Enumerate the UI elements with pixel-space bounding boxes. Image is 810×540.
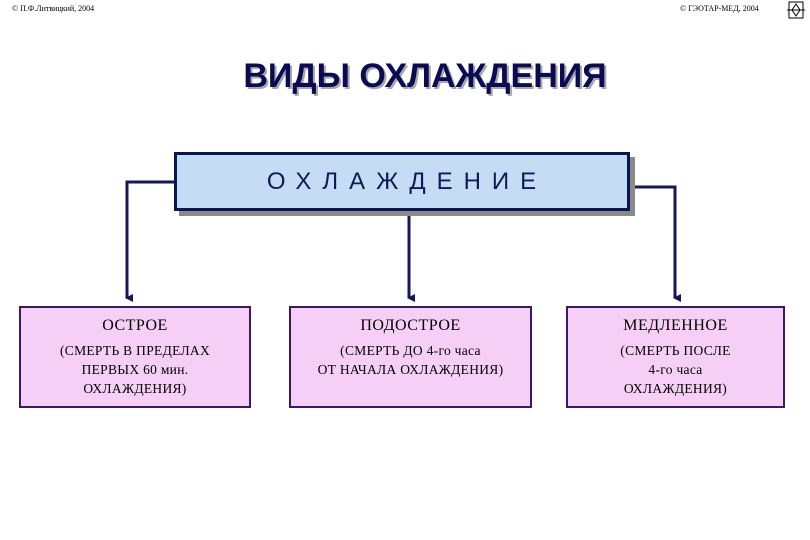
box-desc-line: ПЕРВЫХ 60 мин. bbox=[81, 362, 189, 377]
box-desc-line: (СМЕРТЬ ДО 4-го часа bbox=[340, 343, 481, 358]
main-box-label: ОХЛАЖДЕНИЕ bbox=[266, 167, 548, 195]
page-title: ВИДЫ ОХЛАЖДЕНИЯ bbox=[243, 57, 607, 95]
box-title: МЕДЛЕННОЕ bbox=[623, 317, 728, 334]
box-desc-line: (СМЕРТЬ ПОСЛЕ bbox=[620, 343, 731, 358]
box-title: ОСТРОЕ bbox=[102, 317, 168, 334]
copyright-left: © П.Ф.Литвицкий, 2004 bbox=[12, 4, 95, 13]
box-desc-line: ОХЛАЖДЕНИЯ) bbox=[623, 381, 728, 396]
logo-icon bbox=[787, 1, 805, 19]
box-desc-line: 4-го часа bbox=[648, 362, 703, 377]
copyright-right: © ГЭОТАР-МЕД, 2004 bbox=[680, 4, 759, 13]
box-title: ПОДОСТРОЕ bbox=[360, 317, 461, 334]
acute-cooling-box: ОСТРОЕ (СМЕРТЬ В ПРЕДЕЛАХ ПЕРВЫХ 60 мин.… bbox=[19, 306, 251, 408]
subacute-cooling-box: ПОДОСТРОЕ (СМЕРТЬ ДО 4-го часа ОТ НАЧАЛА… bbox=[289, 306, 532, 408]
arrow-to-slow bbox=[635, 185, 681, 302]
main-cooling-box: ОХЛАЖДЕНИЕ bbox=[174, 152, 630, 211]
slow-cooling-box: МЕДЛЕННОЕ (СМЕРТЬ ПОСЛЕ 4-го часа ОХЛАЖД… bbox=[566, 306, 785, 408]
box-desc-line: (СМЕРТЬ В ПРЕДЕЛАХ bbox=[59, 343, 210, 358]
box-desc-line: ОТ НАЧАЛА ОХЛАЖДЕНИЯ) bbox=[317, 362, 504, 377]
arrow-to-acute bbox=[125, 180, 174, 302]
box-desc-line: ОХЛАЖДЕНИЯ) bbox=[83, 381, 187, 396]
